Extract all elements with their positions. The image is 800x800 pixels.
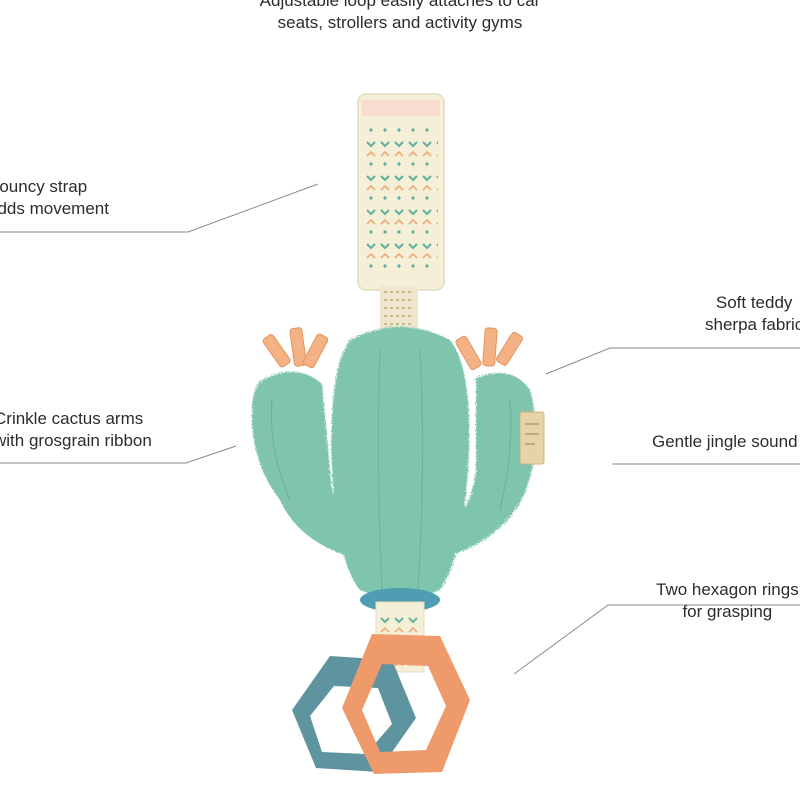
leader-line-strap — [0, 183, 319, 233]
leader-lines — [0, 183, 800, 675]
callout-line: Soft teddy — [715, 293, 793, 312]
callout-sherpa-fabric: Soft teddy sherpa fabric — [705, 292, 800, 336]
leader-line-sherpa — [545, 347, 800, 375]
cactus-body — [251, 327, 537, 598]
hexagon-ring-orange — [342, 634, 470, 774]
callout-bouncy-strap: Bouncy strap adds movement — [0, 176, 109, 220]
callout-line: Gentle jingle sound — [652, 432, 798, 451]
callout-jingle-sound: Gentle jingle sound — [652, 431, 798, 453]
callout-line: sherpa fabric — [705, 315, 800, 334]
leader-line-arms — [0, 445, 237, 464]
ribbon-tabs — [262, 327, 523, 370]
callout-line: seats, strollers and activity gyms — [277, 13, 523, 32]
callout-adjustable-loop: Adjustable loop easily attaches to car s… — [0, 0, 800, 34]
callout-hexagon-rings: Two hexagon rings for grasping — [656, 579, 799, 623]
callout-line: Crinkle cactus arms — [0, 409, 144, 428]
hexagon-rings — [292, 634, 470, 774]
leader-line-rings — [513, 604, 800, 675]
callout-line: Bouncy strap — [0, 177, 88, 196]
woven-connector — [380, 286, 418, 334]
callout-line: adds movement — [0, 199, 109, 218]
callout-crinkle-arms: Crinkle cactus arms with grosgrain ribbo… — [0, 408, 152, 452]
callout-line: Adjustable loop easily attaches to car — [259, 0, 541, 10]
loop-strap — [357, 93, 445, 291]
callout-line: Two hexagon rings — [656, 580, 799, 599]
hexagon-ring-teal — [292, 656, 416, 772]
callout-line: with grosgrain ribbon — [0, 431, 152, 450]
cactus-texture — [270, 349, 512, 591]
callout-line: for grasping — [682, 602, 773, 621]
brand-tag — [519, 411, 545, 465]
